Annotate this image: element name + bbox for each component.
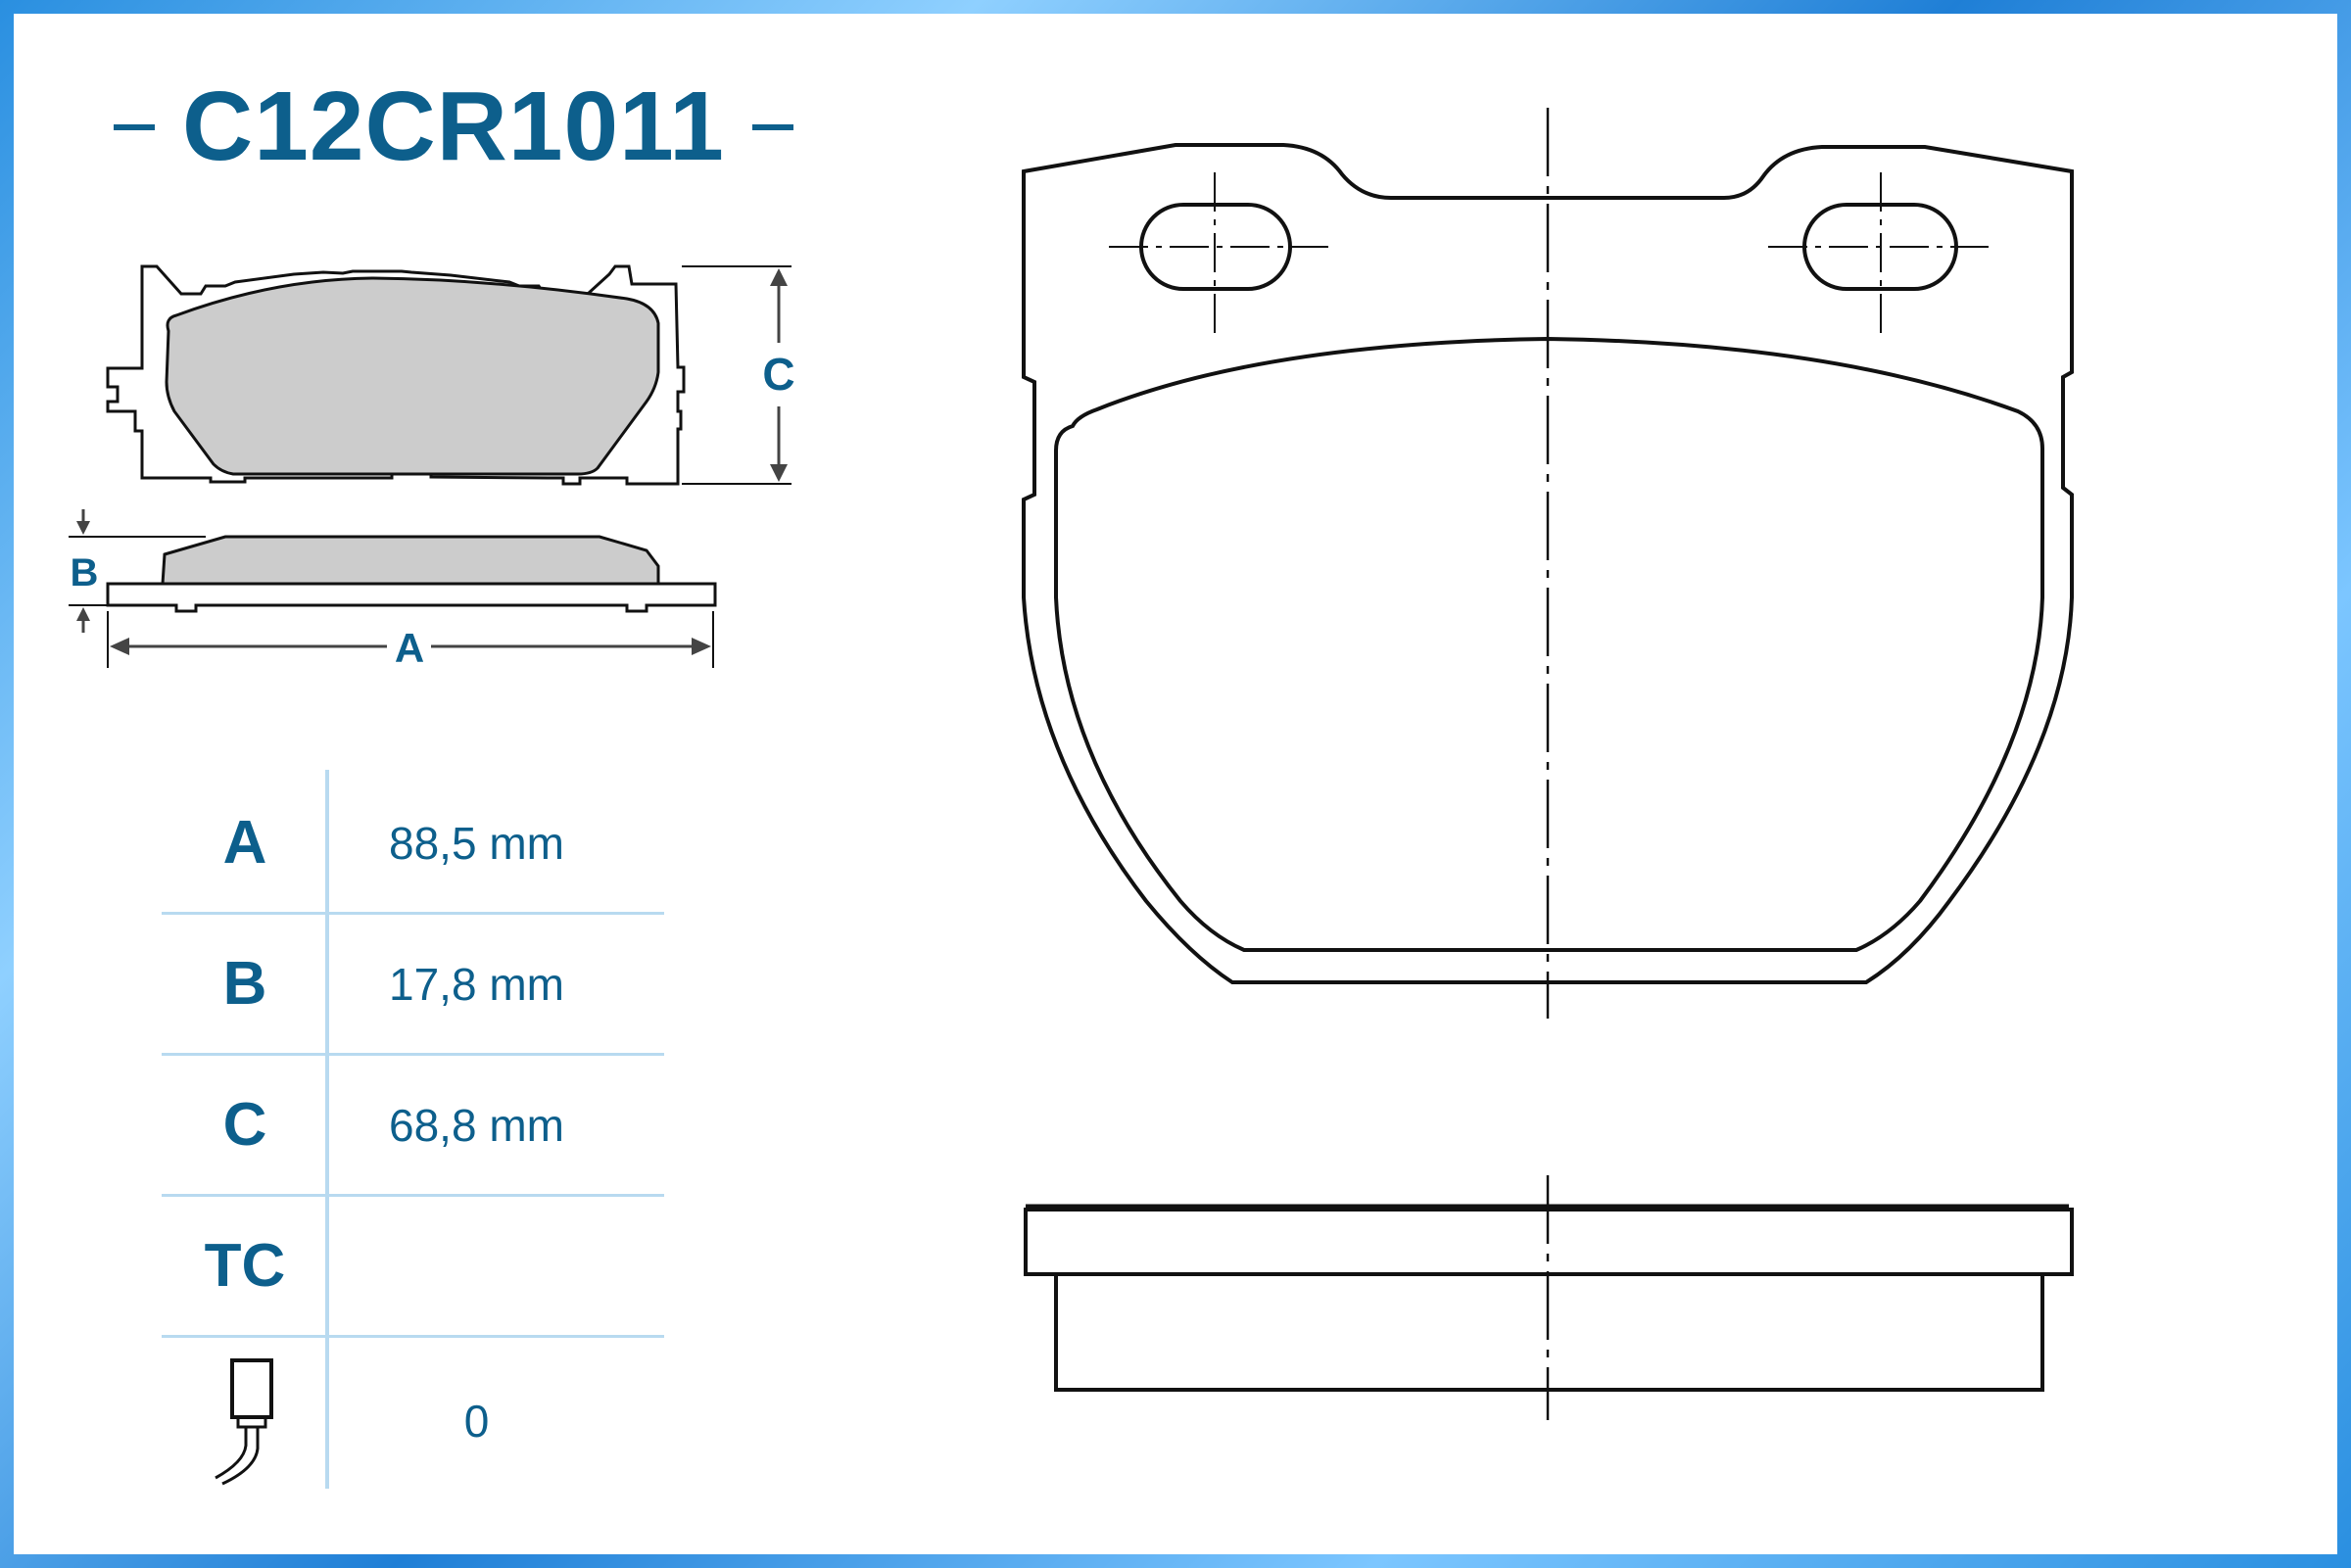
large-friction-pad (1054, 336, 2044, 952)
wear-sensor-icon (162, 1353, 328, 1490)
spec-row-tc: TC (162, 1197, 664, 1338)
small-friction-pad (165, 276, 660, 476)
b-arrow-top (76, 521, 90, 535)
title-right-dash (751, 123, 793, 130)
small-side-plate (106, 582, 717, 613)
small-side-pad (161, 535, 660, 586)
spec-key: B (222, 950, 267, 1018)
spec-key: A (222, 809, 267, 877)
spec-key: TC (204, 1232, 286, 1300)
slot-center-lines (1109, 172, 1989, 333)
large-side-pad (1054, 1272, 2044, 1392)
small-backing-plate (106, 264, 686, 486)
table-divider (325, 770, 329, 1489)
spec-row-c: C 68,8 mm (162, 1056, 664, 1197)
dim-label-b: B (71, 551, 99, 594)
spec-row-sensor: 0 (162, 1338, 664, 1504)
spec-row-b: B 17,8 mm (162, 915, 664, 1056)
spec-table: A 88,5 mm B 17,8 mm C 68,8 mm TC 0 (162, 774, 664, 1504)
title-left-dash (114, 123, 155, 130)
spec-row-a: A 88,5 mm (162, 774, 664, 915)
large-backing-plate (1022, 143, 2074, 984)
sensor-value: 0 (463, 1396, 490, 1447)
a-arrow-right (692, 638, 711, 655)
spec-value: 68,8 mm (389, 1099, 564, 1151)
a-arrow-left (110, 638, 129, 655)
b-arrow-bottom (76, 607, 90, 621)
dim-label-a: A (395, 625, 424, 671)
spec-value: 88,5 mm (389, 817, 564, 869)
dim-label-c: C (762, 349, 794, 400)
c-arrow-top (770, 268, 788, 286)
spec-value: 17,8 mm (389, 958, 564, 1010)
part-number-title: C12CR1011 (86, 71, 821, 183)
spec-key: C (222, 1091, 267, 1159)
c-arrow-bottom (770, 464, 788, 482)
part-number: C12CR1011 (182, 71, 725, 181)
